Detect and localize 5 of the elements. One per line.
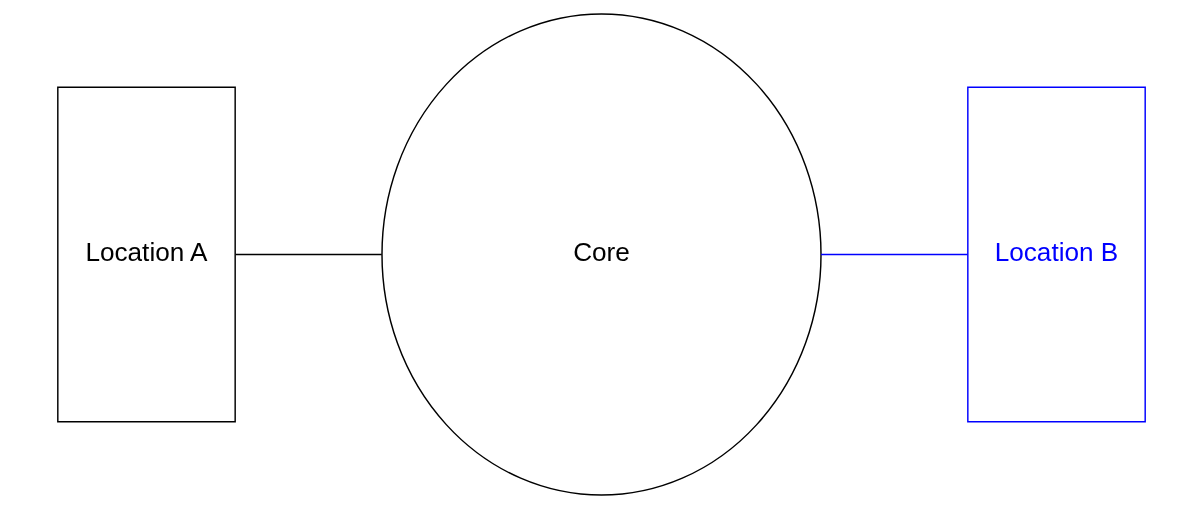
- connector: [820, 253, 969, 256]
- node-circle: Core: [381, 13, 822, 496]
- node-box: Location A: [57, 86, 236, 423]
- node-box: Location B: [967, 86, 1146, 423]
- connector: [234, 253, 383, 256]
